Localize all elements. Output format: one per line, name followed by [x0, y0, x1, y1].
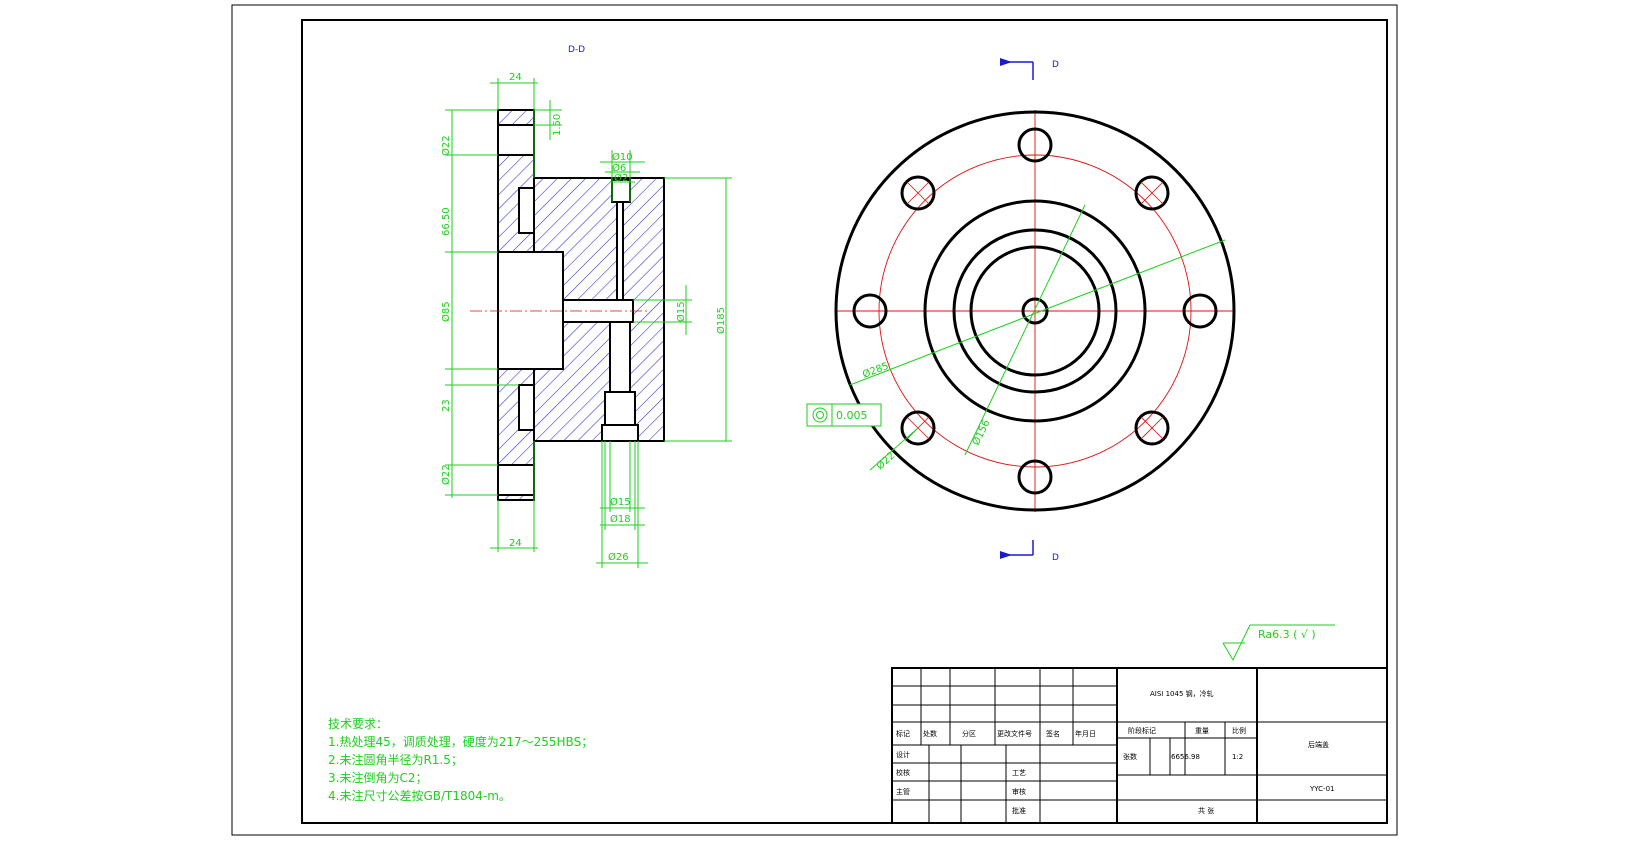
tb-part-name: 后端盖	[1308, 740, 1329, 749]
tb-header-3: 分区	[962, 729, 976, 738]
front-centerlines	[835, 110, 1235, 512]
tb-material: AISI 1045 钢，冷轧	[1150, 689, 1214, 698]
section-dimension-texts: 24 24 1.50 Ø22 66.50 Ø85 23 Ø22 Ø10 Ø6 Ø…	[440, 72, 727, 563]
dim-66-50: 66.50	[441, 207, 452, 236]
cut-marker-bottom: D	[1000, 540, 1059, 563]
tolerance-frame: 0.005	[806, 403, 882, 427]
tb-drawing-no: YYC-01	[1309, 785, 1335, 793]
cut-label-bottom: D	[1052, 553, 1059, 563]
dim-dia-85: Ø85	[440, 301, 452, 322]
dim-dia-6: Ø6	[612, 162, 626, 174]
section-label: D-D	[568, 45, 585, 55]
tolerance-value: 0.005	[836, 409, 868, 422]
dim-dia-10: Ø10	[612, 151, 633, 163]
tech-notes: 技术要求： 1.热处理45，调质处理，硬度为217～255HBS； 2.未注圆角…	[328, 717, 593, 803]
arrow-left-icon	[1000, 551, 1012, 559]
dim-dia-2: Ø2	[614, 172, 628, 184]
dim-dia-22-bottom: Ø22	[440, 464, 452, 485]
tech-note-3: 3.未注倒角为C2；	[328, 770, 427, 785]
tb-header-1: 标记	[896, 729, 910, 738]
title-block-texts: AISI 1045 钢，冷轧 后端盖 YYC-01 标记 处数 分区 更改文件号…	[896, 689, 1335, 815]
tech-note-2: 2.未注圆角半径为R1.5；	[328, 752, 463, 767]
section-view: D-D	[440, 45, 732, 568]
tb-sheet-label: 张数	[1123, 752, 1137, 761]
cut-marker-top: D	[1000, 58, 1059, 80]
dim-dia-285: Ø285	[861, 360, 890, 381]
dim-flange-thick: 1.50	[552, 114, 563, 136]
tb-weight-value: 6656.98	[1171, 753, 1200, 761]
arrow-left-icon	[1000, 58, 1012, 66]
tb-weight-label: 重量	[1195, 727, 1209, 735]
front-body-circles	[834, 110, 1236, 512]
tb-scale-label: 比例	[1232, 726, 1246, 735]
dim-dia-22-top: Ø22	[440, 135, 452, 156]
front-view: Ø285 Ø156 Ø22 0.005 D D	[806, 58, 1236, 563]
tb-header-6: 年月日	[1075, 729, 1096, 738]
roughness-text: Ra6.3 ( √ )	[1258, 628, 1316, 641]
tech-note-1: 1.热处理45，调质处理，硬度为217～255HBS；	[328, 734, 593, 749]
tb-mid-3: 批准	[1012, 806, 1026, 815]
bolt-holes	[852, 127, 1218, 495]
section-dimension-lines	[445, 78, 732, 568]
cut-label-top: D	[1052, 60, 1059, 70]
outer-border	[231, 4, 1398, 836]
dim-dia-156: Ø156	[970, 418, 993, 447]
dim-dia-185: Ø185	[715, 307, 727, 334]
front-dimension-lines	[822, 204, 1226, 471]
tech-notes-title: 技术要求：	[328, 717, 388, 731]
tb-bottom-label: 共 张	[1198, 806, 1214, 815]
tb-header-4: 更改文件号	[997, 729, 1032, 738]
inner-frame	[301, 19, 1388, 824]
tech-note-4: 4.未注尺寸公差按GB/T1804-m。	[328, 788, 511, 803]
tb-mid-2: 审核	[1012, 787, 1026, 796]
dim-dia-26: Ø26	[608, 551, 629, 563]
dim-dia-18: Ø18	[610, 513, 631, 525]
dim-top-width: 24	[509, 72, 522, 83]
dim-dia-15-side: Ø15	[675, 301, 687, 322]
dim-23: 23	[441, 399, 452, 412]
tb-row-3: 主管	[896, 787, 910, 796]
tb-mid-1: 工艺	[1012, 769, 1026, 777]
title-block	[891, 667, 1388, 824]
roughness-symbol: Ra6.3 ( √ )	[1222, 624, 1335, 662]
tb-stage-label: 阶段标记	[1128, 726, 1156, 735]
tb-scale-value: 1:2	[1232, 753, 1243, 761]
concentricity-icon	[812, 407, 828, 423]
tb-header-5: 签名	[1046, 729, 1060, 738]
dim-bottom-width: 24	[509, 538, 522, 549]
tb-row-1: 设计	[896, 750, 910, 759]
tb-row-2: 校核	[896, 768, 910, 777]
dim-dia-15-bottom: Ø15	[610, 496, 631, 508]
tb-header-2: 处数	[923, 729, 937, 738]
